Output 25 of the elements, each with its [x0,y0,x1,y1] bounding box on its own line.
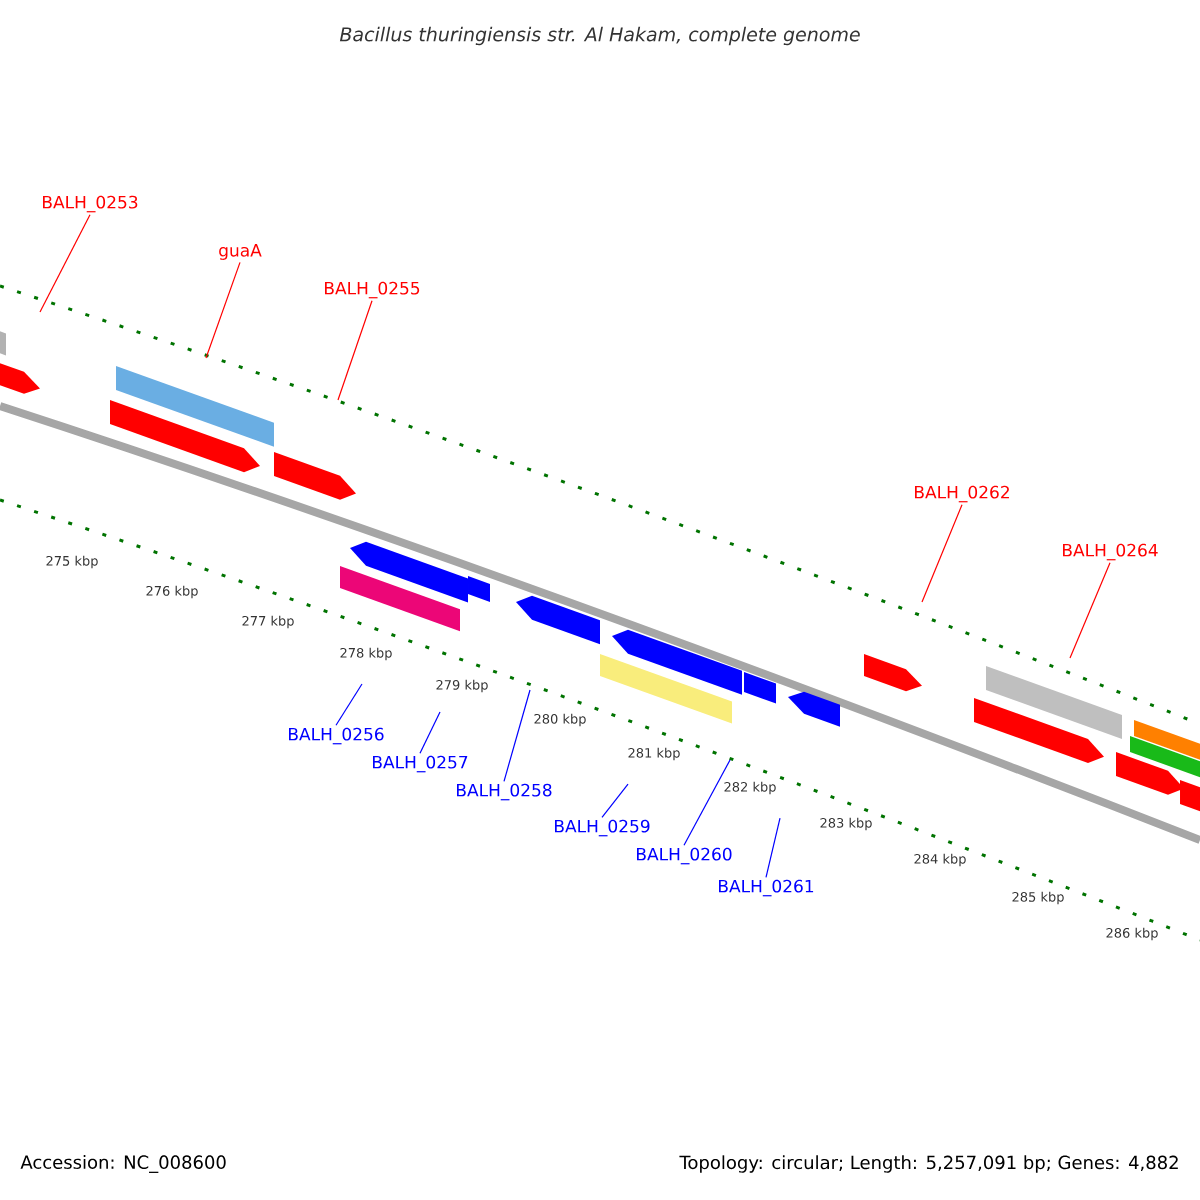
leader-line [683,759,731,846]
gene-label: BALH_0261 [719,879,814,897]
gene-label: BALH_0260 [637,847,732,865]
gene-label: guaA [219,244,262,260]
gene-label: BALH_0257 [373,755,468,773]
leader-line [419,711,441,754]
leader-line [921,504,963,603]
title: Bacillus thuringiensis str. Al Hakam, complete genome [339,26,860,46]
gene-label: BALH_0255 [325,281,420,299]
leader-line [503,689,531,782]
leader-line [601,783,629,818]
gene-label: BALH_0262 [915,485,1009,503]
accession-text: Accession: NC_008600 [20,1155,226,1173]
leader-line [205,261,241,359]
gene-label: BALH_0253 [43,195,138,213]
leader-line [765,817,781,878]
leader-line [335,683,363,726]
leader-line [39,214,91,313]
genome-info-text: Topology: circular; Length: 5,257,091 bp; Genes: 4,882 [679,1155,1178,1173]
leader-line [1069,562,1111,659]
gene-label: BALH_0259 [555,819,650,837]
leader-line [337,300,373,401]
gene-label: BALH_0256 [289,727,384,745]
gene-label: BALH_0264 [1063,543,1158,561]
gene-label: BALH_0258 [457,783,552,801]
